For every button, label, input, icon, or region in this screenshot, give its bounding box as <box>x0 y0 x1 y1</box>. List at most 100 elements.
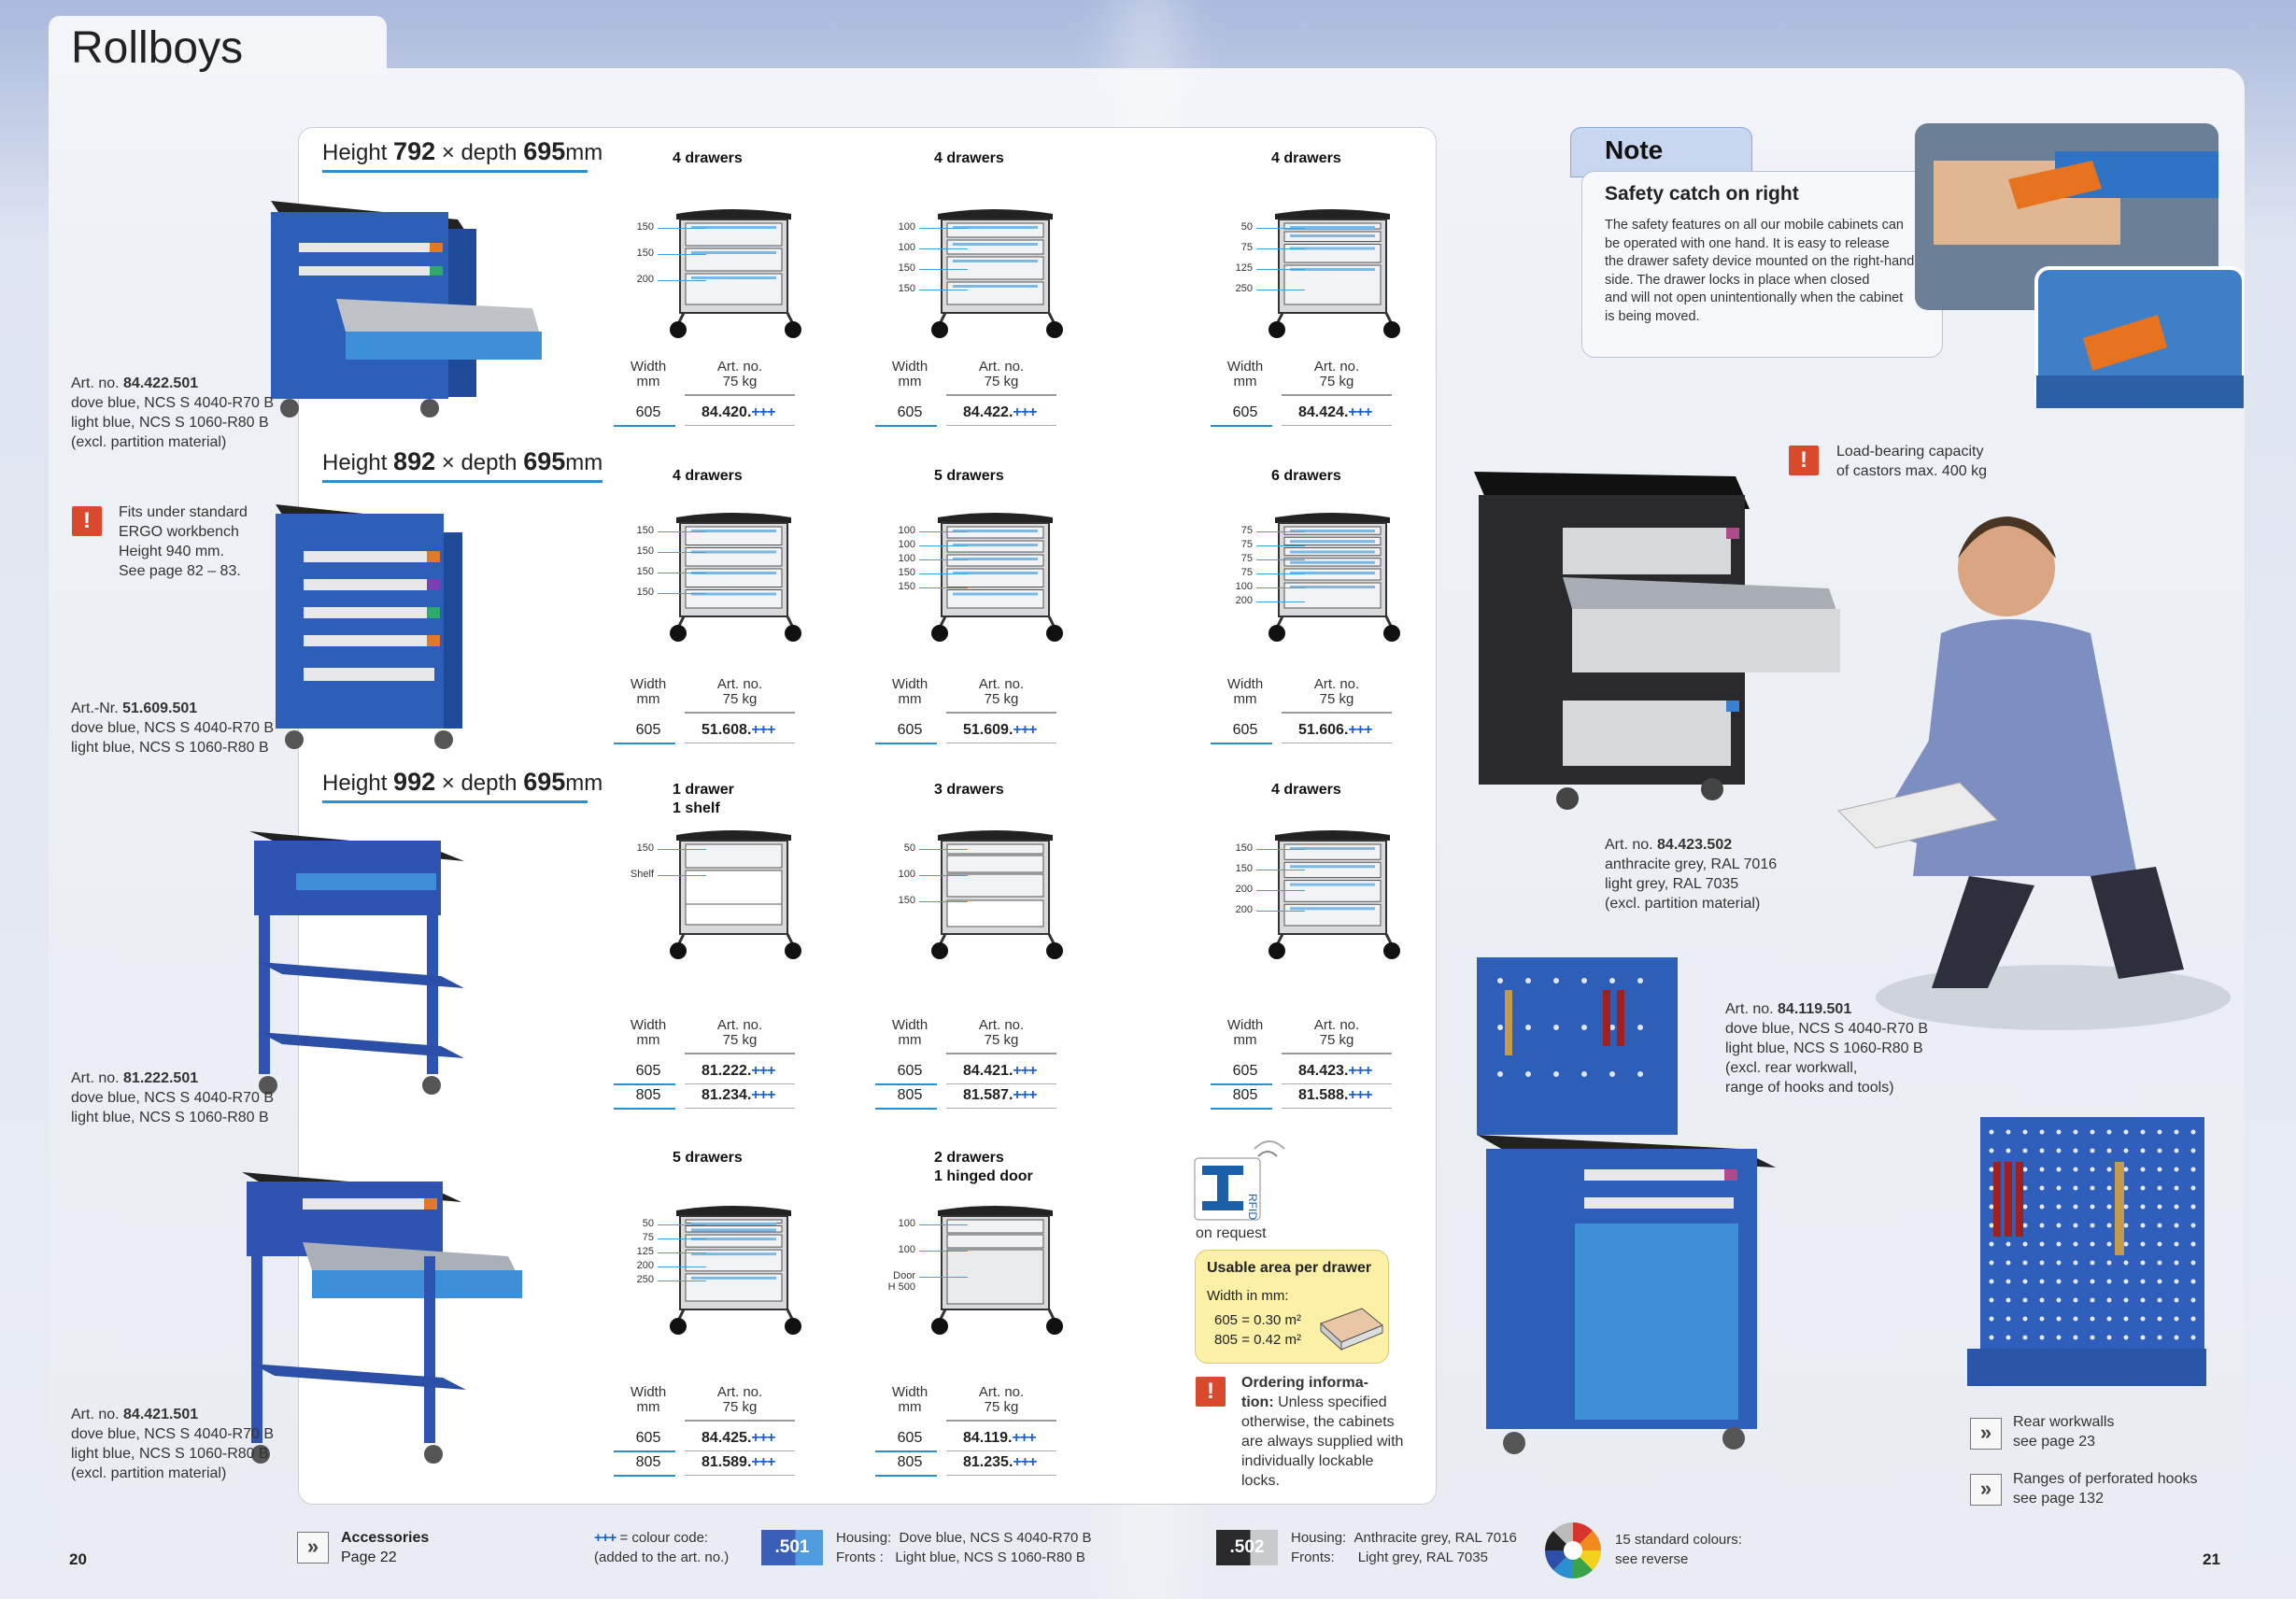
usable-area-sub: Width in mm: <box>1207 1288 1289 1304</box>
row-underline <box>946 1083 1056 1084</box>
colour-spec-501: Housing: Dove blue, NCS S 4040-R70 B Fro… <box>836 1530 1092 1565</box>
see-page-arrow-icon[interactable]: » <box>1970 1474 2002 1506</box>
row-underline <box>875 1475 937 1477</box>
warning-icon: ! <box>1196 1377 1226 1407</box>
cabinet-drawing <box>931 1206 1063 1335</box>
header-underline <box>1282 394 1392 396</box>
width-value: 805 <box>635 1087 661 1103</box>
dimension-line <box>1256 601 1305 602</box>
dimension-line <box>1256 587 1305 588</box>
width-header: Width mm <box>630 676 667 707</box>
standard-colours-note: 15 standard colours:see reverse <box>1615 1532 1742 1567</box>
section-heading-2: Height 892 × depth 695mm <box>322 447 602 483</box>
header-underline <box>946 712 1056 714</box>
dimension-line <box>658 875 706 876</box>
usable-area-605: 605 = 0.30 m² <box>1214 1312 1301 1328</box>
width-header: Width mm <box>630 359 667 389</box>
dimension-label: 125 <box>1235 262 1253 274</box>
safety-catch-photos <box>1915 123 2244 408</box>
dimension-label: 75 <box>1240 539 1253 550</box>
header-underline <box>685 1053 795 1054</box>
header-underline <box>1282 712 1392 714</box>
dimension-line <box>1256 228 1305 229</box>
warning-icon: ! <box>1789 446 1819 475</box>
dimension-line <box>658 1224 706 1225</box>
row-underline <box>1211 1108 1272 1110</box>
width-value: 605 <box>897 1063 923 1079</box>
art-no-value: 84.422.+++ <box>963 404 1037 420</box>
row-underline <box>685 1475 795 1476</box>
dimension-label: 200 <box>636 1260 654 1271</box>
dimension-label: 200 <box>1235 884 1253 895</box>
cabinet-drawing <box>670 830 801 959</box>
row-underline <box>875 1083 937 1085</box>
usable-area-title: Usable area per drawer <box>1207 1260 1372 1276</box>
dimension-label: 150 <box>898 283 915 294</box>
width-value: 605 <box>635 404 661 420</box>
title-tab <box>49 16 387 76</box>
width-header: Width mm <box>891 1384 928 1415</box>
row-underline <box>1282 1083 1392 1084</box>
colour-spec-502: Housing: Anthracite grey, RAL 7016 Front… <box>1291 1530 1517 1565</box>
dimension-label: 150 <box>898 895 915 906</box>
dimension-label: 150 <box>898 262 915 274</box>
width-header: Width mm <box>630 1384 667 1415</box>
dimension-label: 150 <box>1235 842 1253 854</box>
artno-header: Art. no. 75 kg <box>716 676 763 707</box>
art-no-value: 81.587.+++ <box>963 1087 1037 1103</box>
row-underline <box>875 1450 937 1452</box>
dimension-line <box>919 248 968 249</box>
dimension-label: 150 <box>636 842 654 854</box>
width-header: Width mm <box>891 676 928 707</box>
cabinet-drawing <box>670 209 801 338</box>
art-no-value: 81.589.+++ <box>702 1454 775 1470</box>
fits-note: Fits under standard ERGO workbench Heigh… <box>119 504 248 579</box>
row-underline <box>614 1083 675 1085</box>
header-underline <box>685 1420 795 1422</box>
dimension-line <box>1256 248 1305 249</box>
dimension-label: 200 <box>1235 595 1253 606</box>
dimension-label: 100 <box>898 1218 915 1229</box>
drawer-tray-icon <box>1320 1308 1383 1351</box>
width-header: Width mm <box>1226 359 1264 389</box>
accessories-arrow-icon[interactable]: » <box>297 1532 329 1564</box>
width-value: 805 <box>897 1454 923 1470</box>
width-header: Width mm <box>1226 1017 1264 1048</box>
header-underline <box>946 394 1056 396</box>
row-underline <box>1211 1083 1272 1085</box>
row-underline <box>946 1450 1056 1451</box>
dimension-label: Shelf <box>630 869 654 880</box>
width-value: 605 <box>1232 1063 1258 1079</box>
row-underline <box>685 425 795 426</box>
dimension-line <box>658 254 706 255</box>
dimension-line <box>919 269 968 270</box>
artno-header: Art. no. 75 kg <box>978 676 1025 707</box>
dimension-line <box>658 552 706 553</box>
row-underline <box>614 1108 675 1110</box>
dimension-label: 75 <box>1240 553 1253 564</box>
dimension-line <box>919 875 968 876</box>
dimension-line <box>658 1238 706 1239</box>
group-caption: 5 drawers <box>934 468 1004 484</box>
dimension-label: 100 <box>898 553 915 564</box>
page-title: Rollboys <box>71 23 244 73</box>
group-caption: 4 drawers <box>1271 782 1341 798</box>
cabinet-drawing <box>931 830 1063 959</box>
dimension-label: 100 <box>1235 581 1253 592</box>
colour-code-note: +++ = colour code:(added to the art. no.… <box>594 1530 730 1565</box>
rfid-label: on request <box>1196 1225 1267 1241</box>
dimension-line <box>1256 573 1305 574</box>
dimension-line <box>658 1252 706 1253</box>
width-value: 805 <box>1232 1087 1258 1103</box>
cabinet-drawing <box>1268 209 1400 338</box>
see-page-arrow-icon[interactable]: » <box>1970 1418 2002 1450</box>
page-number-left: 20 <box>69 1550 87 1568</box>
row-underline <box>1211 743 1272 744</box>
